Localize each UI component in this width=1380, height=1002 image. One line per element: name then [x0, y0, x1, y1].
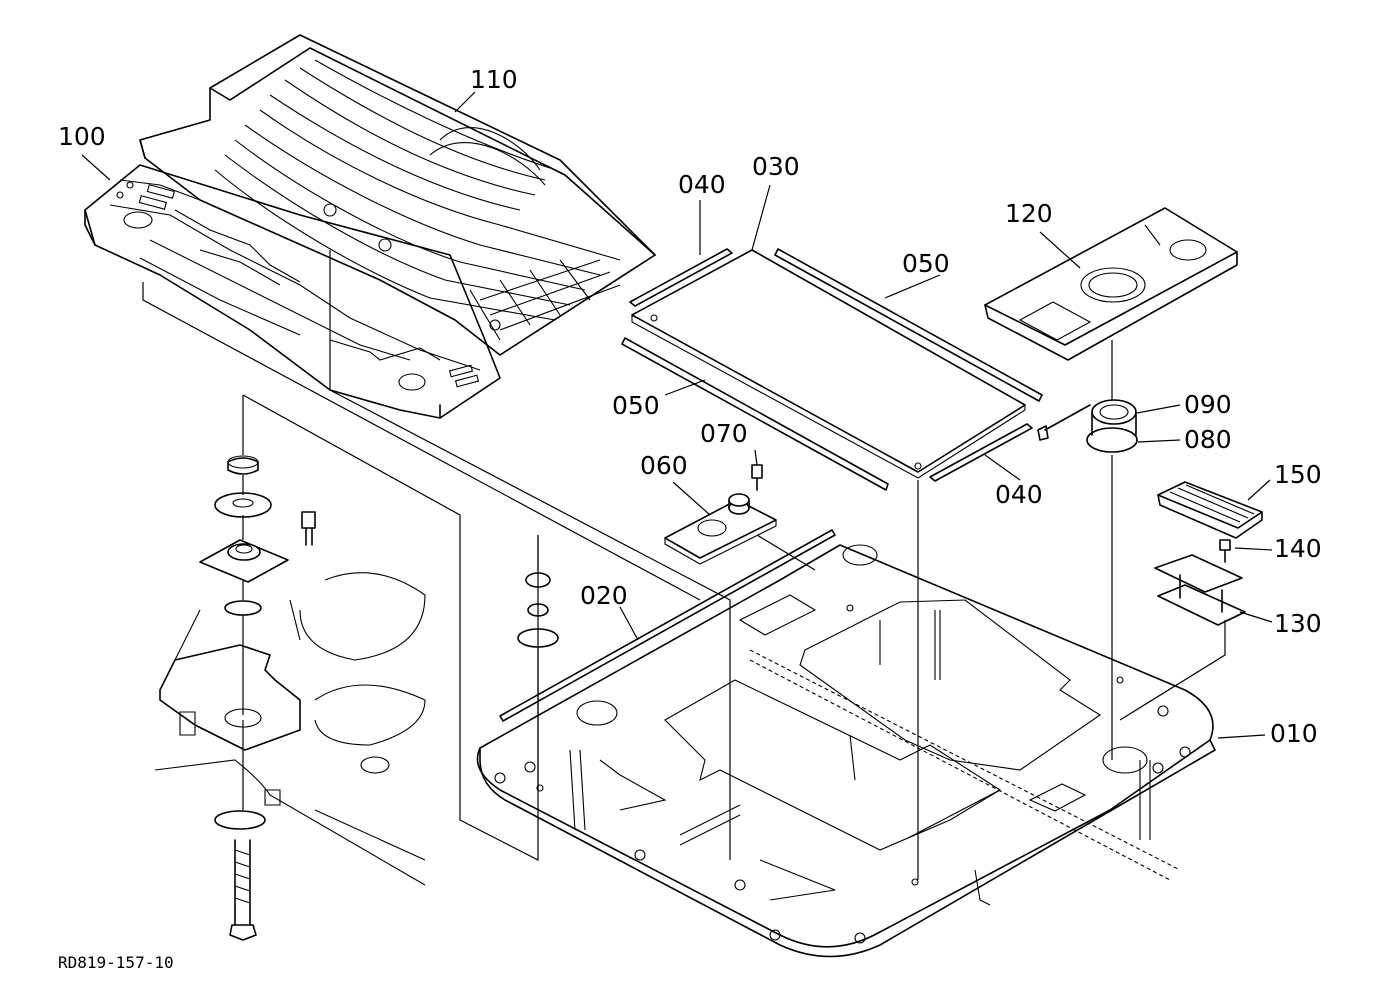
part-120-cover [984, 207, 1238, 361]
callout-100: 100 [58, 122, 106, 151]
part-100-floor-mat [84, 164, 501, 419]
construction-lines [142, 250, 1226, 880]
part-040-strips [629, 248, 1033, 482]
part-030-plate [631, 249, 1026, 479]
callout-050-right: 050 [902, 249, 950, 278]
callout-140: 140 [1274, 534, 1322, 563]
callout-040-bottom: 040 [995, 480, 1043, 509]
callout-070: 070 [700, 419, 748, 448]
callout-030: 030 [752, 152, 800, 181]
mount-stack [154, 395, 426, 941]
callout-150: 150 [1274, 460, 1322, 489]
part-050-strips [621, 248, 1043, 491]
callout-040-top: 040 [678, 170, 726, 199]
part-010-floor-frame [476, 544, 1216, 958]
callout-120: 120 [1005, 199, 1053, 228]
callout-leaders [81, 91, 1273, 739]
callout-060: 060 [640, 451, 688, 480]
callout-090: 090 [1184, 390, 1232, 419]
drawing-code: RD819-157-10 [58, 953, 174, 972]
part-110-floor-mat-ribbed [139, 34, 656, 356]
callout-labels: 110 100 030 040 050 120 090 080 050 070 … [58, 65, 1322, 748]
part-130-140-pedal-base [1154, 539, 1246, 626]
callout-130: 130 [1274, 609, 1322, 638]
callout-050-left: 050 [612, 391, 660, 420]
callout-080: 080 [1184, 425, 1232, 454]
part-060-070-bracket [664, 464, 777, 565]
callout-020: 020 [580, 581, 628, 610]
part-020-rod [499, 529, 836, 722]
part-090-080-boot [1037, 399, 1138, 453]
callout-110: 110 [470, 65, 518, 94]
callout-010: 010 [1270, 719, 1318, 748]
part-150-pedal-pad [1157, 481, 1263, 539]
